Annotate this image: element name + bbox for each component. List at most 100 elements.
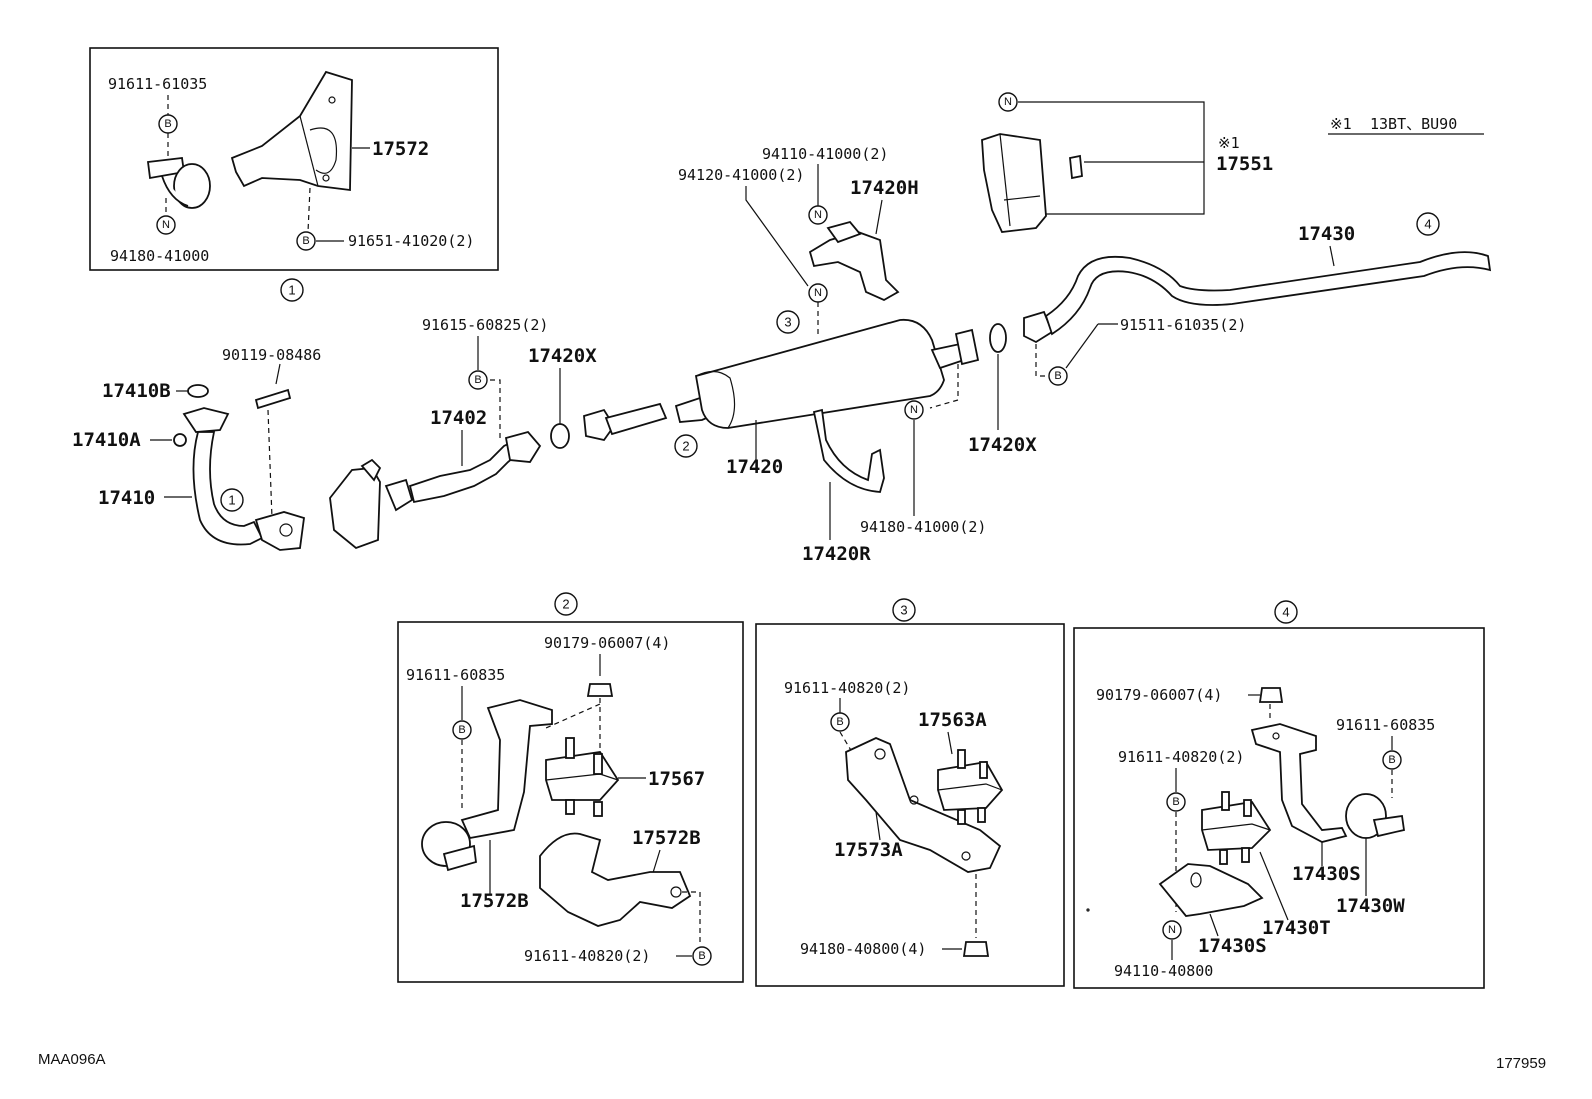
screw-part	[1069, 154, 1083, 180]
label-94110-41000: 94110-41000(2)	[762, 145, 888, 163]
svg-text:B: B	[458, 724, 465, 736]
svg-text:N: N	[814, 287, 822, 299]
label-b4-17430S-left: 17430S	[1198, 935, 1267, 957]
hanger-17420H-part	[808, 220, 900, 302]
nut-symbol: N	[904, 400, 924, 420]
svg-text:N: N	[162, 219, 170, 231]
svg-text:B: B	[1388, 754, 1395, 766]
bracket-17572-part	[230, 70, 353, 192]
section-marker-2-pipe: 2	[674, 434, 698, 458]
nut-b3	[962, 941, 990, 957]
label-17410A: 17410A	[72, 429, 141, 451]
note-mark: ※1	[1330, 115, 1352, 133]
nut-17410A	[173, 433, 187, 447]
section-marker-2: 2	[554, 592, 578, 616]
section-marker-1: 1	[280, 278, 304, 302]
section-marker-3-pipe: 3	[776, 310, 800, 334]
svg-text:B: B	[698, 950, 705, 962]
label-b3-17563A: 17563A	[918, 709, 987, 731]
svg-text:1: 1	[228, 493, 235, 508]
gasket-17420X-rear	[989, 323, 1007, 353]
bracket-17430S-upper-part	[1250, 723, 1348, 843]
label-b2-91611-40820: 91611-40820(2)	[524, 947, 650, 965]
bracket-17572B-lower-part	[539, 832, 692, 927]
bracket-17430S-lower-part	[1158, 863, 1264, 917]
label-91511-61035: 91511-61035(2)	[1120, 316, 1246, 334]
svg-text:4: 4	[1424, 217, 1431, 232]
label-b4-94110-40800: 94110-40800	[1114, 962, 1213, 980]
muffler-17420-part	[694, 318, 980, 429]
gasket-17420X-front	[550, 423, 570, 449]
bracket-17573A-part	[845, 737, 1002, 873]
svg-text:B: B	[1054, 370, 1061, 382]
label-b2-90179-06007: 90179-06007(4)	[544, 634, 670, 652]
label-91611-61035: 91611-61035	[108, 75, 207, 93]
label-17402: 17402	[430, 407, 487, 429]
svg-text:B: B	[164, 118, 171, 130]
label-b3-91611-40820: 91611-40820(2)	[784, 679, 910, 697]
label-94120-41000: 94120-41000(2)	[678, 166, 804, 184]
svg-text:B: B	[302, 235, 309, 247]
label-17551: 17551	[1216, 153, 1273, 175]
section-marker-4: 4	[1274, 600, 1298, 624]
center-pipe-17402-part	[408, 430, 542, 504]
nut-symbol: N	[808, 205, 828, 225]
svg-text:3: 3	[900, 603, 907, 618]
svg-text:N: N	[1168, 924, 1176, 936]
svg-text:3: 3	[784, 315, 791, 330]
washer-symbol: N	[808, 283, 828, 303]
svg-text:N: N	[910, 404, 918, 416]
label-17420X-front: 17420X	[528, 345, 597, 367]
footer-code-right: 177959	[1496, 1055, 1546, 1072]
label-b3-17573A: 17573A	[834, 839, 903, 861]
label-b4-17430S-right: 17430S	[1292, 863, 1361, 885]
section-marker-4-pipe: 4	[1416, 212, 1440, 236]
bolt-symbol: B	[296, 231, 316, 251]
nut-symbol: N	[1162, 920, 1182, 940]
label-b4-17430W: 17430W	[1336, 895, 1405, 917]
rubber-mount-17567-part	[545, 737, 620, 817]
label-b3-94180-40800: 94180-40800(4)	[800, 940, 926, 958]
nut-b4	[1258, 687, 1284, 703]
svg-text:N: N	[1004, 96, 1012, 108]
tail-pipe-17430-part	[1023, 251, 1492, 344]
heat-protector-17551-part	[981, 133, 1047, 233]
label-b4-91611-40820: 91611-40820(2)	[1118, 748, 1244, 766]
bolt-symbol: B	[830, 712, 850, 732]
svg-text:2: 2	[682, 439, 689, 454]
label-91615-60825: 91615-60825(2)	[422, 316, 548, 334]
label-b2-91611-60835: 91611-60835	[406, 666, 505, 684]
label-17420H: 17420H	[850, 177, 919, 199]
bolt-symbol: B	[1048, 366, 1068, 386]
label-17572: 17572	[372, 138, 429, 160]
nut-symbol: N	[998, 92, 1018, 112]
bolt-symbol: B	[158, 114, 178, 134]
label-17410: 17410	[98, 487, 155, 509]
svg-text:N: N	[814, 209, 822, 221]
stud-bolt-part	[254, 388, 292, 410]
catalytic-converter-part	[329, 458, 414, 550]
svg-text:2: 2	[562, 597, 569, 612]
bolt-symbol: B	[1166, 792, 1186, 812]
label-17420: 17420	[726, 456, 783, 478]
intermediate-pipe-part	[583, 395, 722, 442]
detail-box-4	[1073, 627, 1485, 989]
label-17420X-rear: 17420X	[968, 434, 1037, 456]
label-b2-17572B-right: 17572B	[632, 827, 701, 849]
nut-symbol: N	[156, 215, 176, 235]
label-90119-08486: 90119-08486	[222, 346, 321, 364]
label-17420R: 17420R	[802, 543, 871, 565]
section-marker-3: 3	[892, 598, 916, 622]
note-ref-17551: ※1	[1218, 134, 1240, 152]
label-17430: 17430	[1298, 223, 1355, 245]
label-b4-17430T: 17430T	[1262, 917, 1331, 939]
rubber-mount-17563A-part	[937, 749, 1004, 825]
label-b4-91611-60835: 91611-60835	[1336, 716, 1435, 734]
bolt-symbol: B	[692, 946, 712, 966]
front-pipe-17410-part	[182, 407, 305, 551]
svg-text:B: B	[836, 716, 843, 728]
label-b2-17572B-left: 17572B	[460, 890, 529, 912]
label-17410B: 17410B	[102, 380, 171, 402]
detail-box-3	[755, 623, 1065, 987]
